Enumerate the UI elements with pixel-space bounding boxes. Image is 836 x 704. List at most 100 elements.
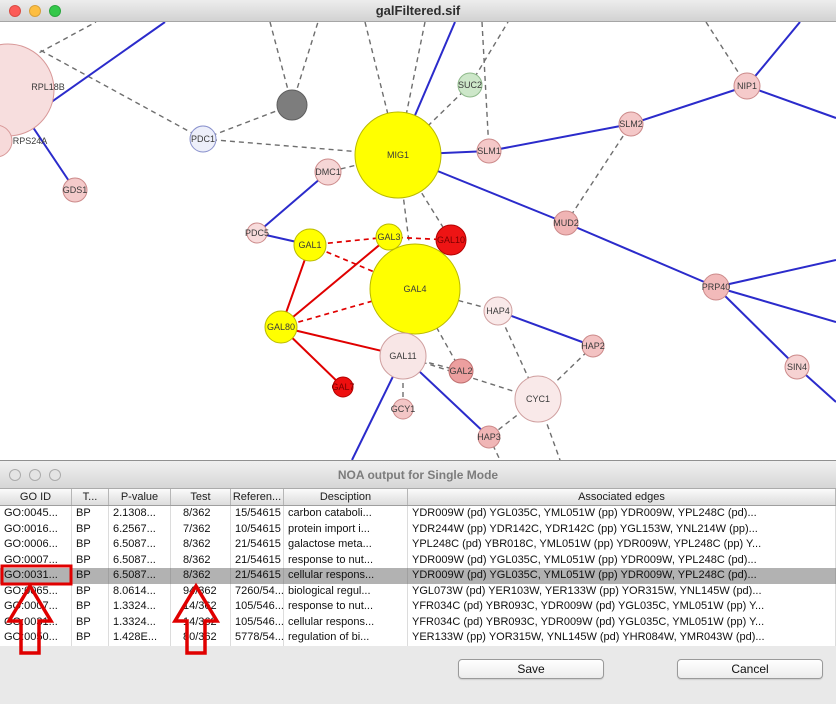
- graph-node-SUC2[interactable]: [457, 72, 483, 98]
- network-canvas[interactable]: RPL18BRPS24AGDS1PDC1DMC1MIG1SUC2SLM1SLM2…: [0, 22, 836, 460]
- graph-node-GAL3[interactable]: [375, 223, 403, 251]
- graph-node-HAP2[interactable]: [581, 334, 605, 358]
- graph-edge[interactable]: [488, 123, 632, 152]
- column-header-7[interactable]: Associated edges: [408, 489, 836, 505]
- graph-node-GDS1[interactable]: [62, 177, 88, 203]
- graph-node-label: PDC1: [191, 134, 215, 144]
- column-header-3[interactable]: P-value: [109, 489, 171, 505]
- graph-edge[interactable]: [565, 222, 717, 288]
- table-cell: 21/54615: [231, 537, 284, 553]
- close-button[interactable]: [9, 4, 21, 17]
- graph-node-PRP40[interactable]: [702, 273, 730, 301]
- graph-node-NIP1[interactable]: [733, 72, 761, 100]
- column-header-2[interactable]: T...: [72, 489, 109, 505]
- graph-edge[interactable]: [256, 171, 329, 234]
- graph-node-SLM2[interactable]: [618, 111, 644, 137]
- graph-node-label: GDS1: [63, 185, 88, 195]
- table-cell: GO:0065...: [0, 583, 72, 599]
- graph-edge[interactable]: [397, 22, 426, 156]
- graph-node-GAL10[interactable]: [435, 224, 467, 256]
- graph-window-titlebar[interactable]: galFiltered.sif: [0, 0, 836, 22]
- graph-edge[interactable]: [497, 310, 594, 347]
- graph-node-GAL1[interactable]: [293, 228, 327, 262]
- graph-node-label: GAL10: [437, 235, 465, 245]
- table-cell: BP: [72, 599, 109, 615]
- graph-node-unlabeled[interactable]: [276, 89, 308, 121]
- graph-node-MUD2[interactable]: [553, 210, 579, 236]
- graph-edge[interactable]: [397, 154, 452, 241]
- graph-edge[interactable]: [291, 22, 319, 106]
- column-header-5[interactable]: Referen...: [231, 489, 284, 505]
- minimize-button[interactable]: [29, 468, 41, 481]
- noa-window-titlebar[interactable]: NOA output for Single Mode: [0, 461, 836, 489]
- graph-edge[interactable]: [630, 85, 748, 125]
- graph-node-PDC5[interactable]: [246, 222, 268, 244]
- graph-node-GAL7[interactable]: [332, 376, 354, 398]
- graph-node-HAP3[interactable]: [477, 425, 501, 449]
- graph-edge[interactable]: [280, 236, 390, 328]
- graph-edge[interactable]: [414, 288, 462, 372]
- table-cell: response to nut...: [284, 599, 408, 615]
- table-cell: BP: [72, 568, 109, 584]
- graph-edge[interactable]: [715, 286, 798, 368]
- graph-edge[interactable]: [364, 22, 399, 156]
- table-cell: BP: [72, 506, 109, 522]
- graph-edge[interactable]: [497, 310, 539, 400]
- graph-node-HAP4[interactable]: [483, 296, 513, 326]
- table-cell: 105/546...: [231, 599, 284, 615]
- graph-edge[interactable]: [402, 355, 539, 400]
- graph-node-label: HAP2: [581, 341, 605, 351]
- zoom-button[interactable]: [49, 468, 61, 481]
- graph-node-GAL4[interactable]: [369, 243, 461, 335]
- graph-edge[interactable]: [746, 22, 801, 87]
- graph-node-GAL2[interactable]: [448, 358, 474, 384]
- graph-node-SIN4[interactable]: [784, 354, 810, 380]
- graph-edge[interactable]: [715, 259, 836, 288]
- graph-edge[interactable]: [481, 22, 490, 152]
- graph-node-MIG1[interactable]: [354, 111, 442, 199]
- table-cell: GO:0031...: [0, 568, 72, 584]
- graph-node-DMC1[interactable]: [314, 158, 342, 186]
- graph-edge[interactable]: [202, 104, 293, 140]
- graph-node-GAL80[interactable]: [264, 310, 298, 344]
- column-header-1[interactable]: GO ID: [0, 489, 72, 505]
- graph-node-RPS24A[interactable]: [0, 124, 13, 158]
- graph-node-GAL11[interactable]: [379, 332, 427, 380]
- table-cell: 1.3324...: [109, 614, 171, 630]
- graph-node-label: HAP4: [486, 306, 510, 316]
- table-cell: 8/362: [171, 568, 231, 584]
- graph-node-PDC1[interactable]: [189, 125, 217, 153]
- table-cell: YDR244W (pp) YDR142C, YDR142C (pp) YGL15…: [408, 521, 836, 537]
- save-button[interactable]: Save: [458, 659, 604, 679]
- graph-node-CYC1[interactable]: [514, 375, 562, 423]
- window-controls: [9, 4, 61, 17]
- column-header-4[interactable]: Test: [171, 489, 231, 505]
- graph-node-SLM1[interactable]: [476, 138, 502, 164]
- table-cell: BP: [72, 583, 109, 599]
- table-cell: 15/54615: [231, 506, 284, 522]
- table-cell: 6.5087...: [109, 552, 171, 568]
- column-header-6[interactable]: Desciption: [284, 489, 408, 505]
- zoom-button[interactable]: [49, 4, 61, 17]
- graph-edge[interactable]: [565, 123, 632, 224]
- graph-node-GCY1[interactable]: [392, 398, 414, 420]
- cancel-button[interactable]: Cancel: [677, 659, 823, 679]
- graph-edge[interactable]: [39, 49, 204, 140]
- close-button[interactable]: [9, 468, 21, 481]
- minimize-button[interactable]: [29, 4, 41, 17]
- table-cell: 94/362: [171, 583, 231, 599]
- graph-edge[interactable]: [746, 85, 836, 119]
- graph-edge[interactable]: [715, 286, 836, 323]
